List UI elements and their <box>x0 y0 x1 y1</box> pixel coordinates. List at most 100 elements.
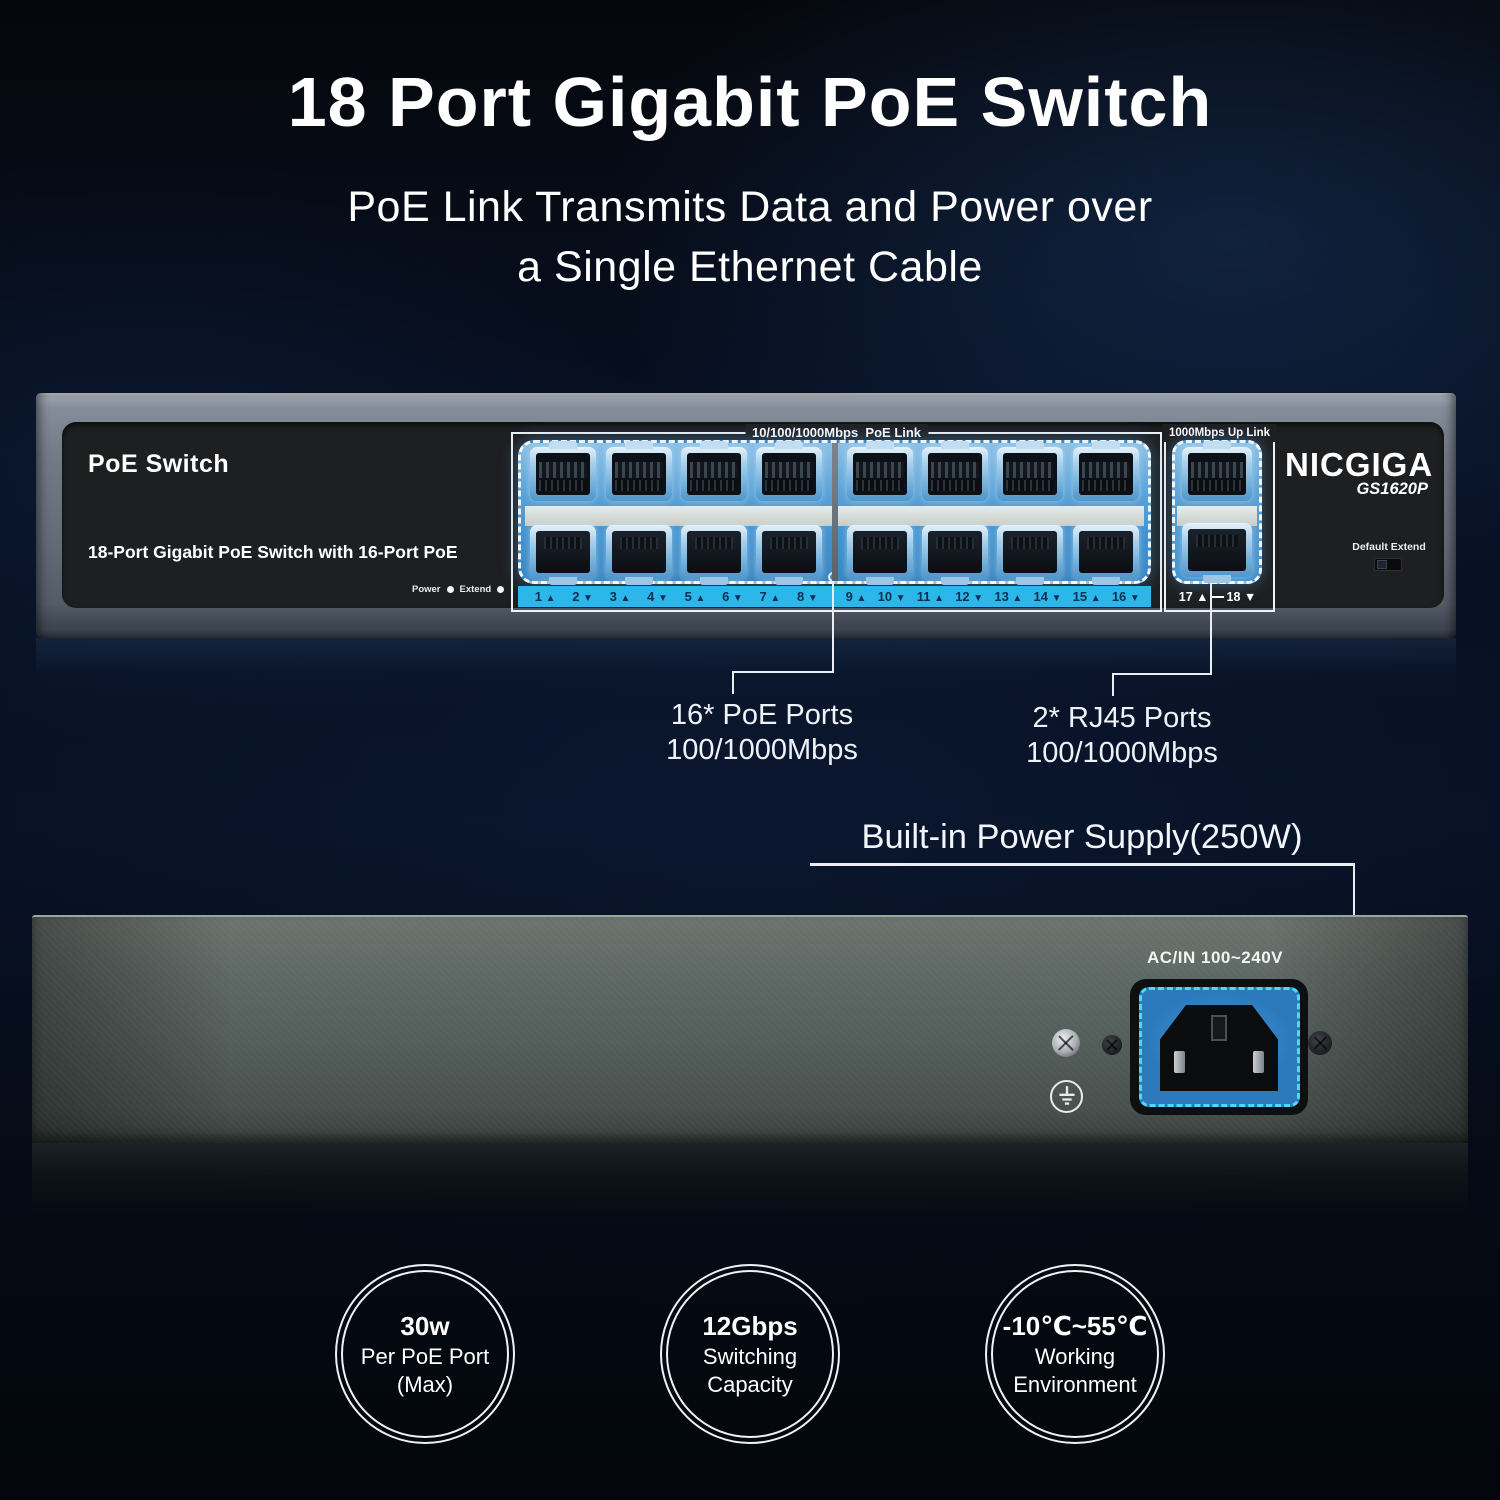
uplink-port-18 <box>1182 523 1252 577</box>
port-number-label: 16 ▼ <box>1111 589 1140 604</box>
port-opening <box>1188 529 1246 571</box>
port-column <box>997 443 1064 579</box>
port-opening <box>611 453 666 495</box>
port-number-label: 8 ▼ <box>797 589 818 604</box>
uplink-ports-panel <box>1172 440 1262 584</box>
port-number-strip: 1 ▲2 ▼3 ▲4 ▼5 ▲6 ▼7 ▲8 ▼ 9 ▲10 ▼11 ▲12 ▼… <box>518 586 1151 607</box>
port-number-strip-left: 1 ▲ 2 ▼ 3 ▲ 4 ▼ 5 ▲ 6 ▼ 7 ▲ 8 ▼ <box>518 589 835 604</box>
annotation-poe-ports-line2: 100/1000Mbps <box>666 734 858 766</box>
rj45-port <box>530 447 597 501</box>
port-number-label: 6 ▼ <box>722 589 743 604</box>
port-number-label: 7 ▲ <box>759 589 781 604</box>
badge-line1: Switching <box>702 1343 798 1369</box>
default-extend-label: Default Extend <box>1352 541 1426 553</box>
port-column <box>846 443 913 579</box>
port-opening <box>611 531 666 573</box>
screw-icon <box>1052 1029 1080 1057</box>
badge-line1: Per PoE Port <box>360 1343 490 1369</box>
port-opening <box>1078 531 1133 573</box>
port-column <box>605 443 672 579</box>
rj45-port <box>605 447 672 501</box>
port-column <box>680 443 747 579</box>
annotation-rj45-ports-line2: 100/1000Mbps <box>1026 737 1218 769</box>
port-number-label: 12 ▼ <box>955 589 984 604</box>
power-inlet-socket <box>1160 1005 1278 1091</box>
port-opening <box>686 531 741 573</box>
ac-input-label: AC/IN 100~240V <box>1147 948 1283 967</box>
port-opening <box>928 453 983 495</box>
inlet-pin-left <box>1174 1051 1185 1073</box>
poe-ports-panel <box>518 440 1151 584</box>
poe-port-group-2 <box>838 443 1149 581</box>
poe-ports-frame: 10/100/1000Mbps PoE Link <box>511 424 1162 612</box>
badge-line1: Working <box>1034 1343 1116 1369</box>
uplink-port-17 <box>1182 447 1252 501</box>
annotation-power-supply: Built-in Power Supply(250W) <box>861 818 1303 856</box>
port-opening <box>852 531 907 573</box>
badge-line2: (Max) <box>396 1371 454 1397</box>
port-opening <box>536 453 591 495</box>
rj45-port <box>680 447 747 501</box>
port-opening <box>762 453 817 495</box>
ground-symbol-icon <box>1050 1080 1083 1113</box>
front-switch-faceplate: PoE Switch 18-Port Gigabit PoE Switch wi… <box>62 422 1444 612</box>
port-number-label: 11 ▲ <box>916 589 945 604</box>
rj45-port <box>997 525 1064 579</box>
rj45-port <box>1072 525 1139 579</box>
subtitle-line-1: PoE Link Transmits Data and Power over <box>347 183 1153 231</box>
port-number-label: 1 ▲ <box>534 589 556 604</box>
port-number-label: 3 ▲ <box>609 589 631 604</box>
badge-value: 12Gbps <box>702 1310 798 1341</box>
power-supply-underline <box>810 863 1355 866</box>
port-group-divider <box>831 443 838 581</box>
port-opening <box>1078 453 1133 495</box>
port-column <box>756 443 823 579</box>
callout-line <box>1210 579 1212 675</box>
port-number-label: 14 ▼ <box>1033 589 1062 604</box>
badge-value: 30w <box>400 1310 450 1341</box>
power-led-dot <box>446 586 454 593</box>
brand-logo: NICGIGA <box>1285 446 1434 483</box>
rj45-port <box>680 525 747 579</box>
port-column <box>922 443 989 579</box>
poe-ports-frame-label: 10/100/1000Mbps PoE Link <box>744 424 929 442</box>
port-number-label: 10 ▼ <box>877 589 906 604</box>
port-number-label: 5 ▲ <box>684 589 706 604</box>
uplink-number-dash <box>1211 595 1224 598</box>
default-extend-switch <box>1374 558 1402 571</box>
inlet-pin-center <box>1211 1015 1227 1041</box>
port-number-label: 18 ▼ <box>1226 589 1257 604</box>
rj45-port <box>1072 447 1139 501</box>
port-number-label: 17 ▲ <box>1178 589 1209 604</box>
rj45-port <box>922 525 989 579</box>
annotation-poe-ports: 16* PoE Ports 100/1000Mbps <box>597 698 927 768</box>
port-opening <box>1003 531 1058 573</box>
rj45-port <box>756 447 823 501</box>
extend-led-dot <box>497 586 505 593</box>
rj45-port <box>756 525 823 579</box>
poe-port-group-1 <box>521 443 832 581</box>
badge-line2: Environment <box>1013 1371 1137 1397</box>
uplink-ports-frame: 1000Mbps Up Link <box>1162 424 1277 612</box>
port-number-label: 4 ▼ <box>647 589 668 604</box>
port-number-strip-right: 9 ▲10 ▼11 ▲12 ▼13 ▲14 ▼15 ▲16 ▼ <box>835 589 1152 604</box>
port-number-label: 15 ▲ <box>1072 589 1101 604</box>
inlet-pin-right <box>1253 1051 1264 1073</box>
port-number-label: 2 ▼ <box>572 589 593 604</box>
port-opening <box>1003 453 1058 495</box>
subtitle-line-2: a Single Ethernet Cable <box>517 243 983 291</box>
annotation-poe-ports-line1: 16* PoE Ports <box>670 699 854 731</box>
rj45-port <box>605 525 672 579</box>
callout-line <box>1112 673 1114 696</box>
rj45-port <box>922 447 989 501</box>
callout-line <box>732 671 834 673</box>
port-opening <box>852 453 907 495</box>
port-opening <box>1188 453 1246 495</box>
uplink-port-numbers: 17 ▲ 18 ▼ <box>1164 586 1271 607</box>
port-opening <box>536 531 591 573</box>
